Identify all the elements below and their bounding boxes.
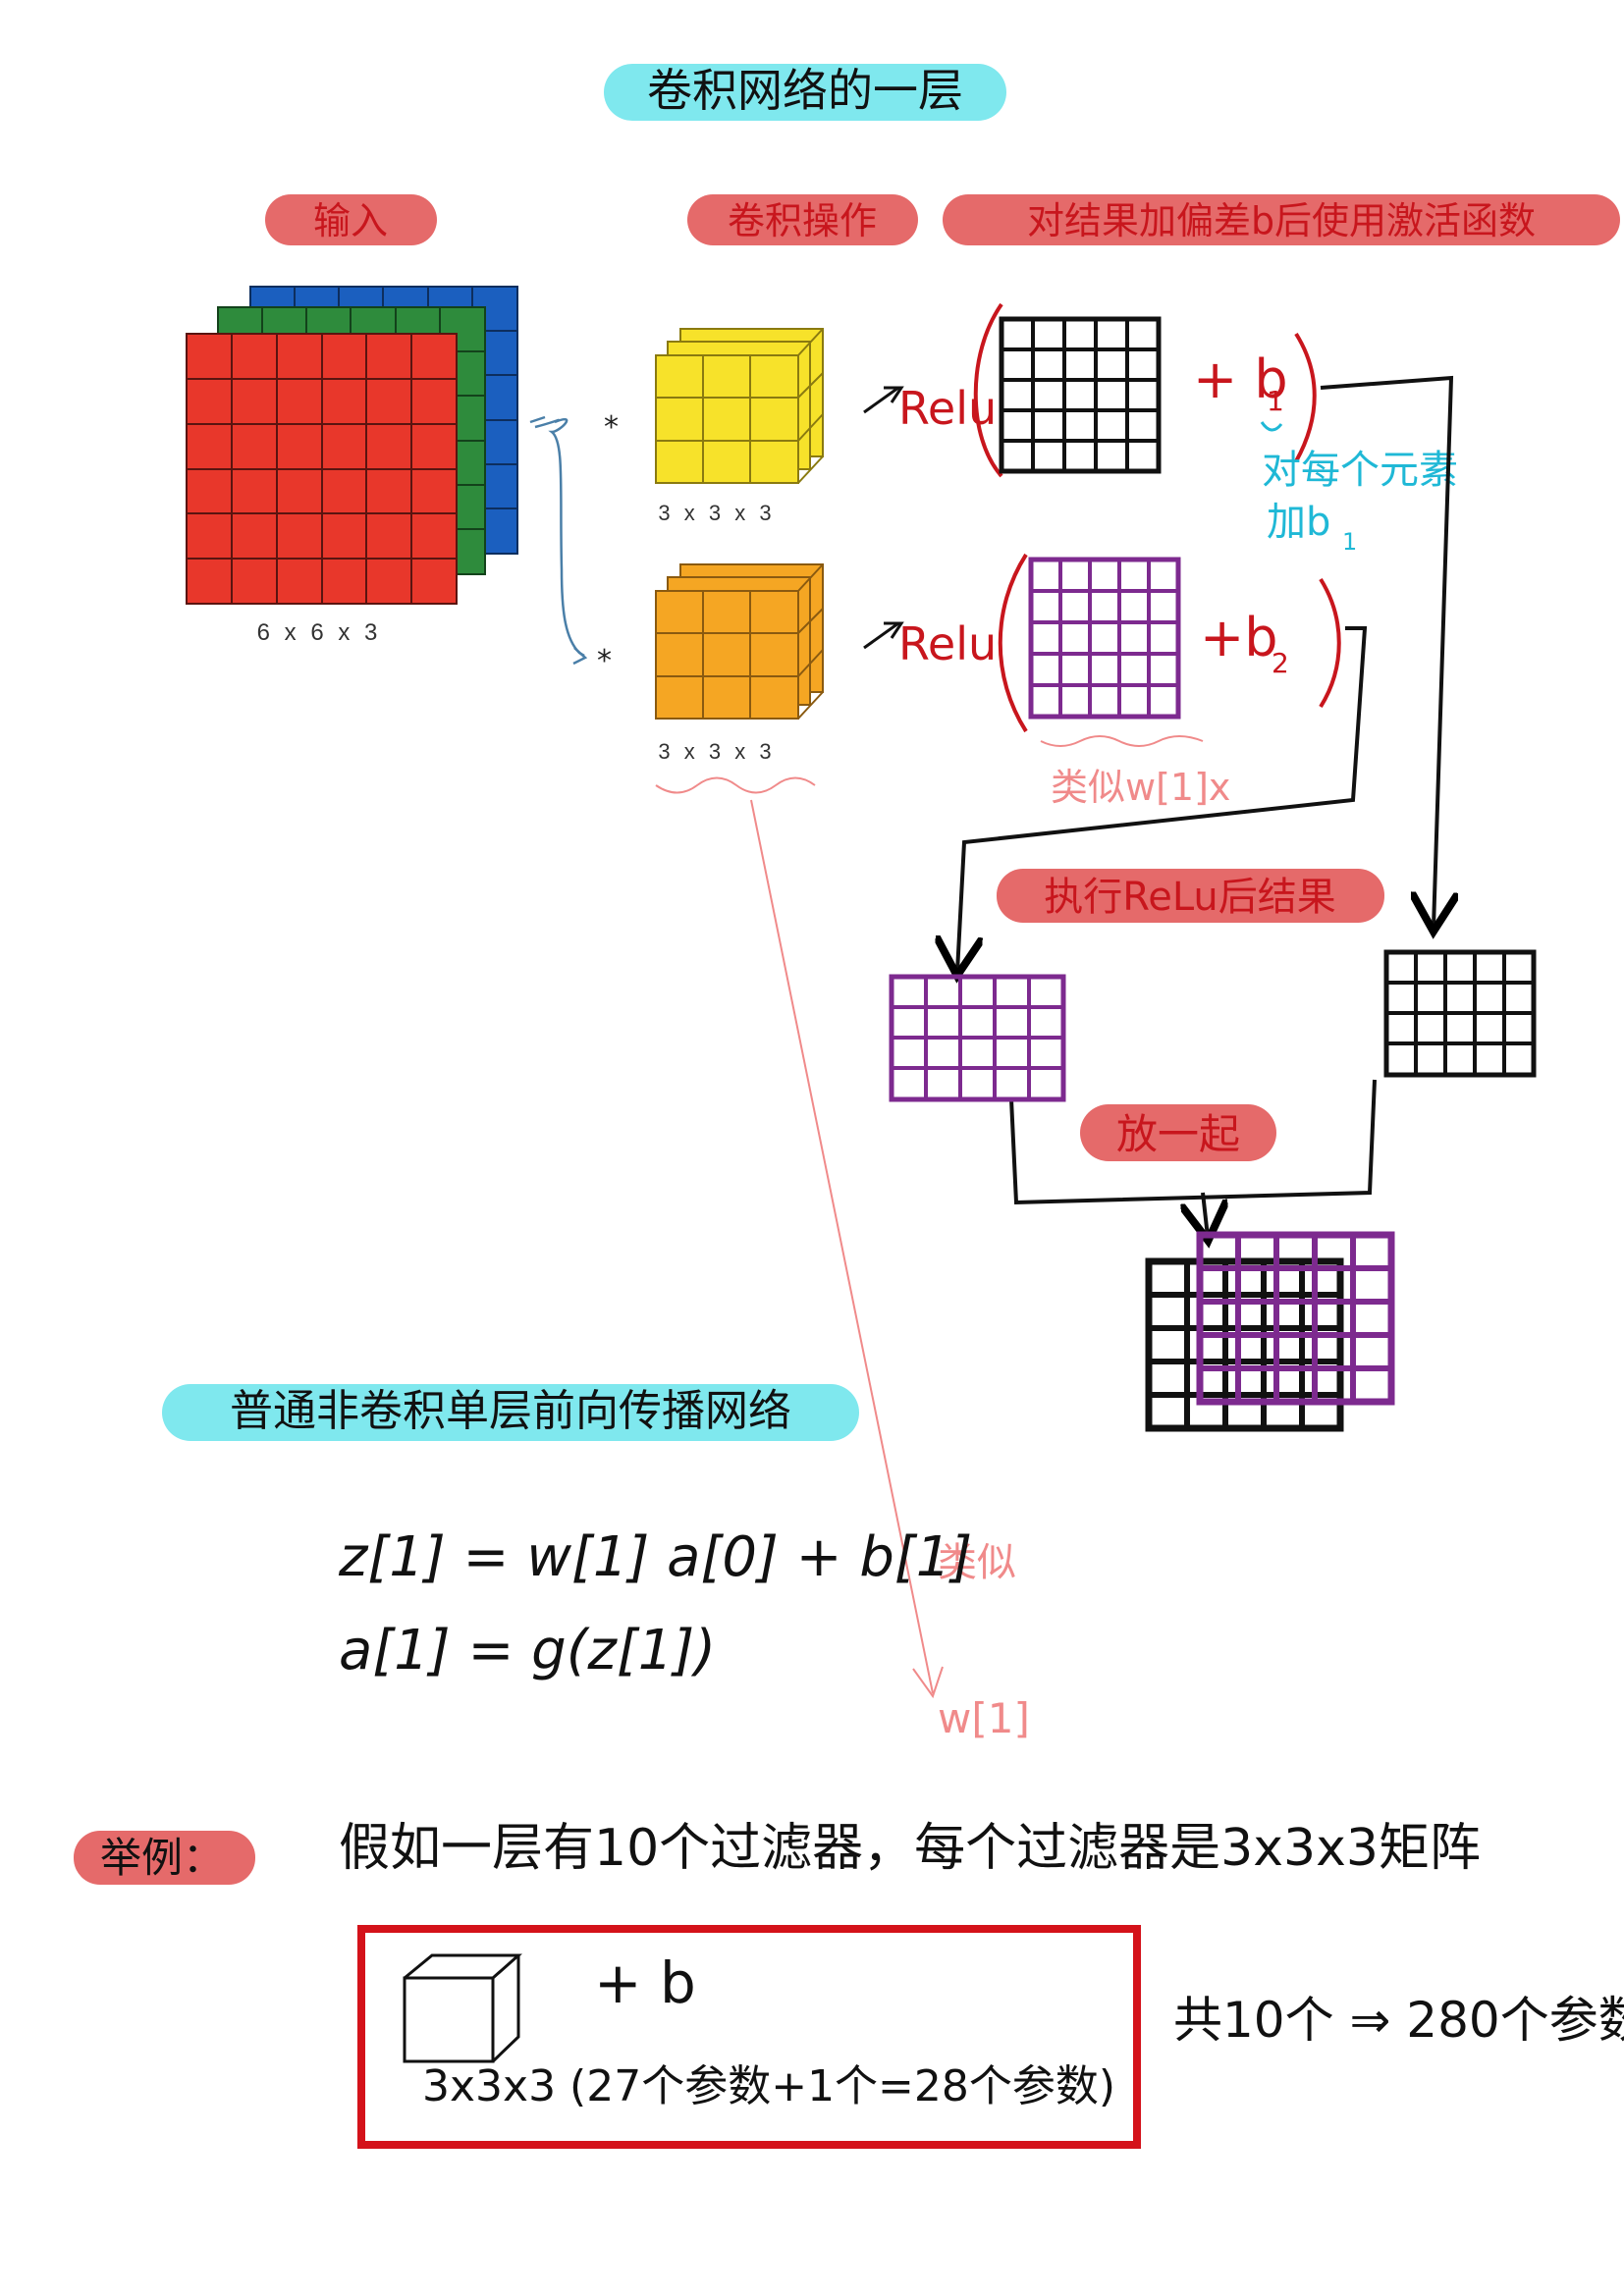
example-tag-text: 举例： [100, 1834, 224, 1882]
output-grid-2 [1028, 557, 1181, 720]
bias-1: + b [1193, 348, 1288, 410]
conv-op-tag: 卷积操作 [687, 194, 918, 245]
input-volume-label: 6 x 6 x 3 [257, 619, 382, 646]
conv-symbol-2: * [597, 644, 612, 678]
stacked-output [1145, 1231, 1395, 1432]
example-tag: 举例： [74, 1831, 255, 1885]
relu-output-black [1383, 949, 1537, 1078]
filter-2-label: 3 x 3 x 3 [658, 739, 775, 764]
note-w1: w[1] [938, 1694, 1030, 1742]
plain-net-tag: 普通非卷积单层前向传播网络 [162, 1384, 859, 1441]
bias-act-tag: 对结果加偏差b后使用激活函数 [943, 194, 1620, 245]
note-broadcast: 对每个元素 [1262, 448, 1458, 493]
param-box: + b 3x3x3 (27个参数+1个=28个参数) [357, 1925, 1141, 2149]
cube-icon [403, 1953, 522, 2063]
relu-result-tag-text: 执行ReLu后结果 [1044, 875, 1336, 920]
stack-tag: 放一起 [1080, 1104, 1276, 1161]
note-broadcast-2-sub: 1 [1342, 528, 1357, 556]
box-plus-b: + b [594, 1949, 696, 2016]
bias-act-tag-text: 对结果加偏差b后使用激活函数 [1027, 199, 1536, 242]
example-text: 假如一层有10个过滤器，每个过滤器是3x3x3矩阵 [339, 1819, 1481, 1878]
bias-2-subscript: 2 [1272, 647, 1289, 679]
note-similar-w: 类似w[1]x [1051, 766, 1230, 809]
relu-text-1: Relu [898, 382, 997, 435]
conv-bracket [529, 415, 588, 666]
flow-lines [957, 375, 1451, 1237]
relu-branch-2: Relu +b 2 类似w[1]x [863, 553, 1341, 809]
stack-tag-text: 放一起 [1116, 1110, 1240, 1158]
page-title: 卷积网络的一层 [647, 64, 963, 117]
input-tag-text: 输入 [313, 199, 388, 242]
formula-1: z[1] = w[1] a[0] + b[1] [338, 1525, 972, 1589]
similar-arrow: 类似 w[1] [750, 799, 1030, 1742]
input-channel-red [186, 333, 458, 605]
output-grid-1 [999, 316, 1162, 474]
bias-1-subscript: 1 [1267, 385, 1284, 417]
filter-2: 3 x 3 x 3 [655, 563, 824, 794]
filter-1: 3 x 3 x 3 [655, 328, 824, 525]
note-broadcast-2: 加b [1267, 500, 1330, 545]
relu-branch-1: Relu + b 1 对每个元素 加b 1 [863, 302, 1458, 556]
filter-1-label: 3 x 3 x 3 [658, 501, 775, 525]
plain-net-tag-text: 普通非卷积单层前向传播网络 [230, 1386, 791, 1436]
title-tag: 卷积网络的一层 [604, 64, 1006, 121]
relu-result-tag: 执行ReLu后结果 [997, 869, 1384, 923]
formula-2: a[1] = g(z[1]) [339, 1619, 716, 1682]
relu-text-2: Relu [898, 617, 997, 670]
relu-output-purple [889, 974, 1066, 1102]
conv-op-tag-text: 卷积操作 [728, 199, 877, 242]
note-similar: 类似 [938, 1540, 1016, 1585]
conv-symbol-1: * [604, 410, 619, 445]
input-tag: 输入 [265, 194, 437, 245]
input-volume: 6 x 6 x 3 [186, 286, 518, 646]
box-params: 3x3x3 (27个参数+1个=28个参数) [422, 2061, 1115, 2111]
bias-2: +b [1200, 607, 1278, 668]
total-params: 共10个 ⇒ 280个参数 [1173, 1992, 1624, 2049]
